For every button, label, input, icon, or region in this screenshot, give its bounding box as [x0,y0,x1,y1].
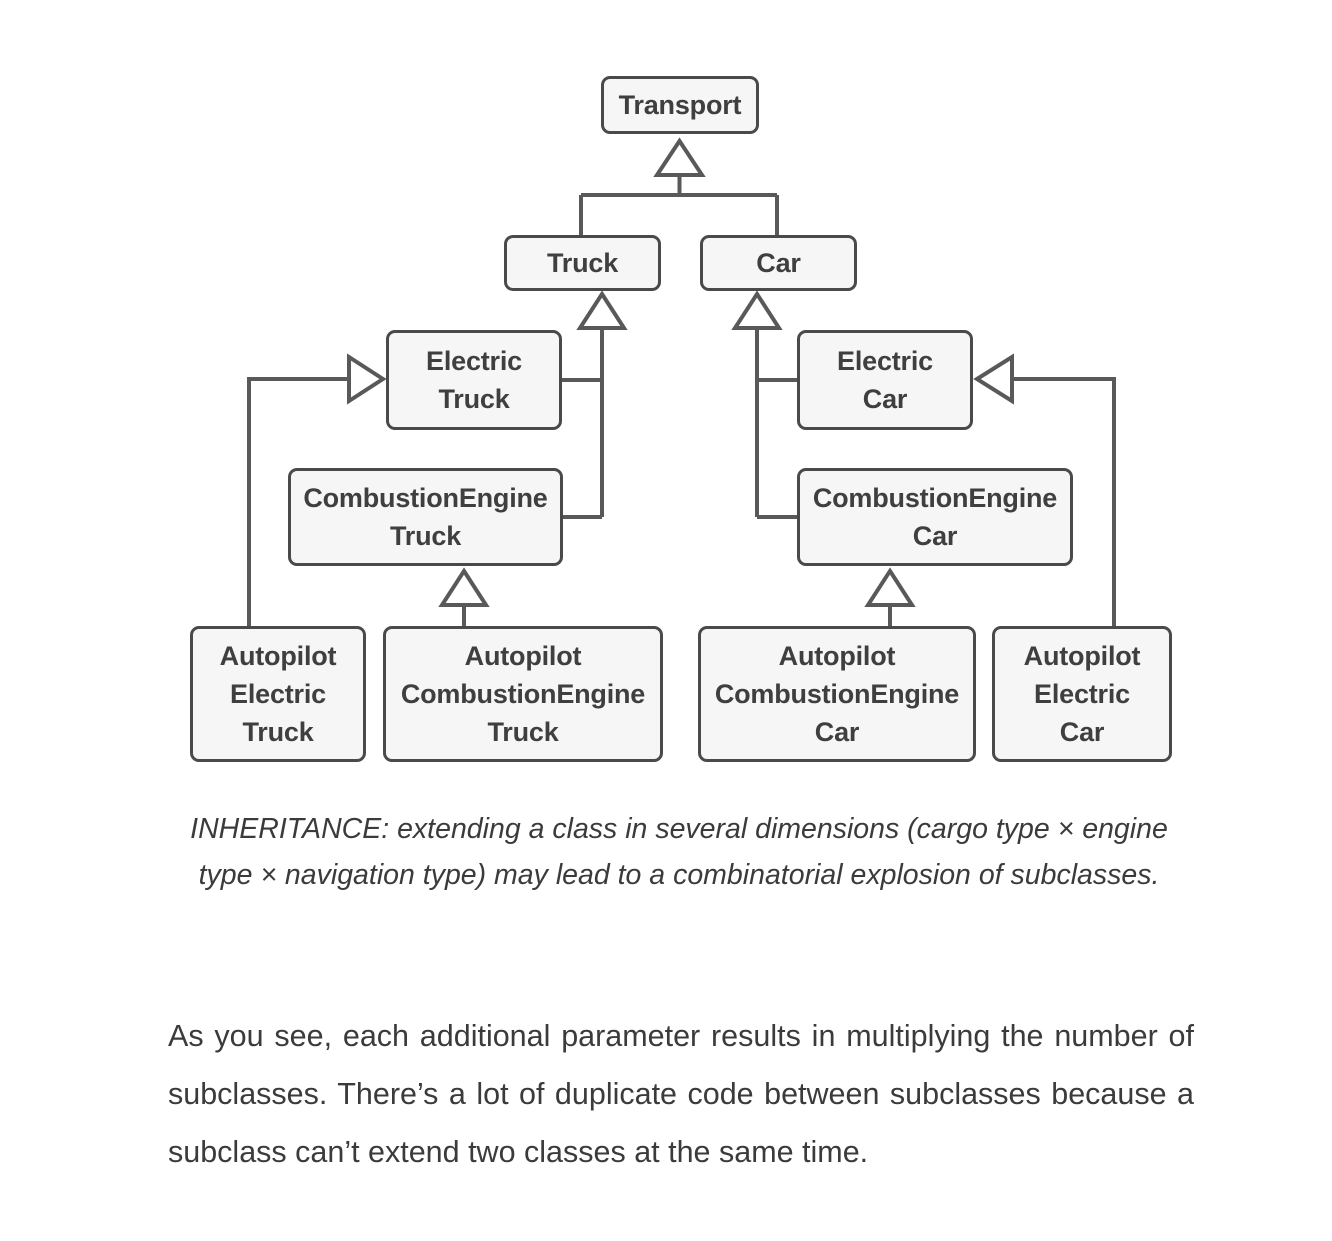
class-node-autopilot-electric-car-label: Autopilot Electric Car [1023,640,1141,748]
class-node-combustionengine-car-label: CombustionEngine Car [812,482,1058,551]
class-node-truck[interactable]: Truck [504,235,661,291]
edge-car-subclasses [755,327,797,519]
class-node-combustionengine-truck-label: CombustionEngine Truck [303,482,548,551]
generalization-arrow-electric-car [973,353,1014,405]
generalization-arrow-combustion-car [864,567,916,607]
class-node-electric-truck-label: Electric Truck [426,345,522,414]
class-node-autopilot-combustionengine-truck[interactable]: Autopilot CombustionEngine Truck [383,626,663,762]
edge-autopilot-electric-car [1012,377,1116,626]
class-node-electric-car-label: Electric Car [837,345,933,414]
generalization-arrow-transport [653,137,706,177]
class-node-autopilot-electric-car[interactable]: Autopilot Electric Car [992,626,1172,762]
class-node-electric-car[interactable]: Electric Car [797,330,973,430]
class-node-autopilot-combustionengine-car-label: Autopilot CombustionEngine Car [714,640,960,748]
class-node-autopilot-electric-truck[interactable]: Autopilot Electric Truck [190,626,366,762]
class-node-autopilot-combustionengine-car[interactable]: Autopilot CombustionEngine Car [698,626,976,762]
class-node-autopilot-combustionengine-truck-label: Autopilot CombustionEngine Truck [400,640,646,748]
class-node-car[interactable]: Car [700,235,857,291]
generalization-arrow-combustion-truck [438,567,490,607]
class-node-electric-truck[interactable]: Electric Truck [386,330,562,430]
diagram-connectors [247,137,1116,626]
generalization-arrow-electric-truck [347,353,387,405]
body-paragraph: As you see, each additional parameter re… [168,1019,1194,1169]
edge-autopilot-electric-truck [247,377,349,626]
figure-caption: INHERITANCE: extending a class in severa… [190,813,1168,892]
generalization-arrow-car [731,290,783,330]
inheritance-class-diagram: Transport Truck Car Electric Truck Combu… [190,76,1172,762]
class-node-combustionengine-truck[interactable]: CombustionEngine Truck [288,468,563,566]
class-node-autopilot-electric-truck-label: Autopilot Electric Truck [219,640,337,748]
edge-transport-fork [579,172,779,235]
class-node-truck-label: Truck [546,247,619,278]
class-node-transport[interactable]: Transport [601,76,759,134]
edge-truck-subclasses [562,327,604,519]
class-node-combustionengine-car[interactable]: CombustionEngine Car [797,468,1073,566]
class-node-transport-label: Transport [618,89,742,120]
generalization-arrow-truck [576,290,628,330]
class-node-car-label: Car [756,247,801,278]
